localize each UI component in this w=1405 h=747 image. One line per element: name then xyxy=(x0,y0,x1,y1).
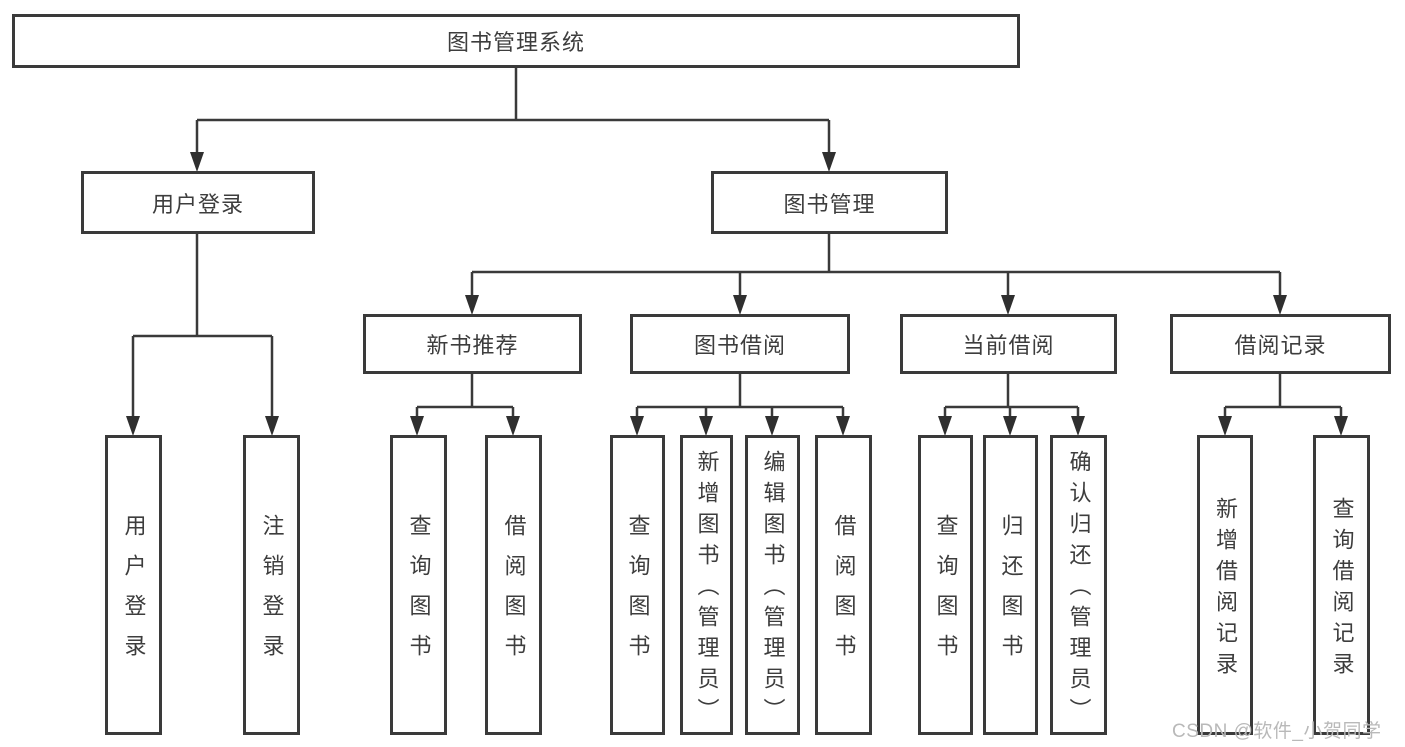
leaf-query-books-borrowing-label: 查询图书 xyxy=(625,514,651,674)
csdn-watermark: CSDN @软件_小贺同学 xyxy=(1172,721,1382,742)
leaf-query-books-borrowing: 查询图书 xyxy=(610,435,665,735)
arrowheads xyxy=(126,152,1348,436)
leaf-query-books-recommend: 查询图书 xyxy=(390,435,447,735)
leaf-logout: 注销登录 xyxy=(243,435,300,735)
leaf-add-borrow-record: 新增借阅记录 xyxy=(1197,435,1253,735)
node-current-borrowing: 当前借阅 xyxy=(900,314,1117,374)
leaf-add-books-admin: 新增图书（管理员） xyxy=(680,435,733,735)
leaf-add-borrow-record-label: 新增借阅记录 xyxy=(1213,496,1238,683)
leaf-borrow-books-recommend: 借阅图书 xyxy=(485,435,542,735)
leaf-borrow-books-borrowing: 借阅图书 xyxy=(815,435,872,735)
node-book-borrowing: 图书借阅 xyxy=(630,314,850,374)
node-new-book-recommend: 新书推荐 xyxy=(363,314,582,374)
node-borrowing-records: 借阅记录 xyxy=(1170,314,1391,374)
node-book-borrowing-label: 图书借阅 xyxy=(693,333,786,358)
node-borrowing-records-label: 借阅记录 xyxy=(1234,333,1327,358)
leaf-query-books-current-label: 查询图书 xyxy=(933,514,959,674)
leaf-query-borrow-record-label: 查询借阅记录 xyxy=(1329,496,1355,683)
node-root-label: 图书管理系统 xyxy=(446,30,585,55)
leaf-borrow-books-recommend-label: 借阅图书 xyxy=(501,514,527,674)
leaf-user-login: 用户登录 xyxy=(105,435,162,735)
leaf-query-books-recommend-label: 查询图书 xyxy=(406,514,432,674)
leaf-edit-books-admin: 编辑图书（管理员） xyxy=(745,435,800,735)
leaf-logout-label: 注销登录 xyxy=(259,514,285,674)
node-user-login: 用户登录 xyxy=(81,171,315,234)
node-user-login-label: 用户登录 xyxy=(151,191,244,217)
leaf-edit-books-admin-label: 编辑图书（管理员） xyxy=(760,450,786,729)
leaf-query-books-current: 查询图书 xyxy=(918,435,973,735)
leaf-add-books-admin-label: 新增图书（管理员） xyxy=(694,450,720,729)
node-root: 图书管理系统 xyxy=(12,14,1020,68)
leaf-return-books-label: 归还图书 xyxy=(998,514,1024,674)
node-book-management: 图书管理 xyxy=(711,171,948,234)
leaf-confirm-return-admin: 确认归还（管理员） xyxy=(1050,435,1107,735)
leaf-confirm-return-admin-label: 确认归还（管理员） xyxy=(1066,450,1092,729)
leaf-borrow-books-borrowing-label: 借阅图书 xyxy=(831,514,857,674)
node-book-management-label: 图书管理 xyxy=(783,191,876,217)
node-new-book-recommend-label: 新书推荐 xyxy=(426,333,519,358)
leaf-user-login-label: 用户登录 xyxy=(121,514,147,674)
leaf-query-borrow-record: 查询借阅记录 xyxy=(1313,435,1370,735)
leaf-return-books: 归还图书 xyxy=(983,435,1038,735)
node-current-borrowing-label: 当前借阅 xyxy=(962,333,1055,358)
